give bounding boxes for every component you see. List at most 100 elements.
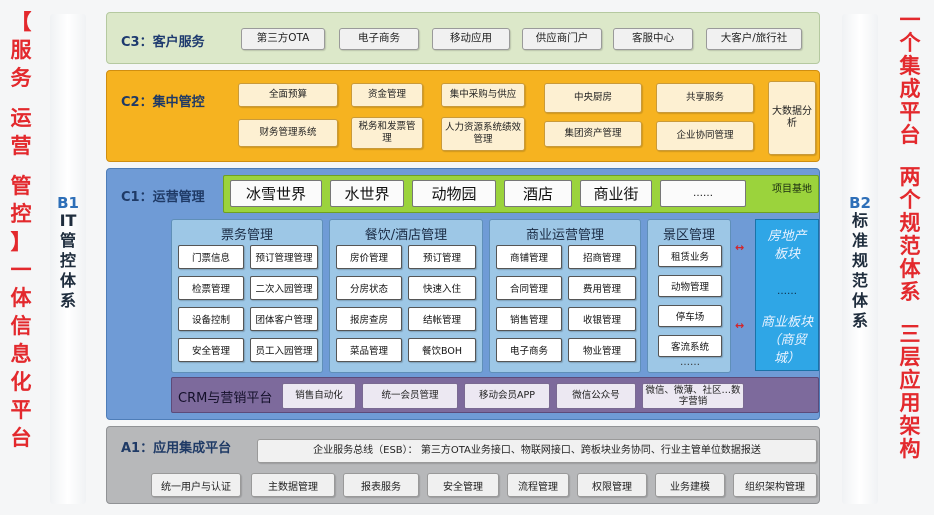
c2-title: C2：集中管控 (121, 95, 205, 110)
arrow-icon: ↔ (735, 319, 745, 332)
c3-service-button[interactable]: 移动应用 (432, 28, 510, 50)
arrow-icon: ↔ (735, 241, 745, 254)
module-button[interactable]: 合同管理 (496, 276, 562, 300)
a1-service-button[interactable]: 统一用户与认证 (151, 473, 241, 497)
module-group-title: 景区管理 (662, 228, 715, 243)
b1-title: B1 (57, 194, 79, 212)
c3-service-button[interactable]: 客服中心 (613, 28, 693, 50)
module-group-title: 商业运营管理 (525, 228, 604, 243)
module-button[interactable]: 收银管理 (568, 307, 636, 331)
project-base-button[interactable]: …… (660, 180, 746, 207)
a1-service-button[interactable]: 流程管理 (507, 473, 569, 497)
a1-service-button[interactable]: 安全管理 (427, 473, 499, 497)
b2-char: 范 (851, 271, 868, 290)
vertical-char: 服 (10, 38, 32, 62)
module-button[interactable]: 客流系统 (658, 335, 722, 357)
c2-control-button[interactable]: 税务和发票管理 (351, 117, 423, 149)
b1-char: IT (59, 211, 77, 230)
module-button[interactable]: 预订管理管理 (250, 245, 318, 269)
module-button[interactable]: 安全管理 (178, 338, 244, 362)
module-button[interactable]: 电子商务 (496, 338, 562, 362)
esb-bar[interactable]: 企业服务总线（ESB）： 第三方OTA业务接口、物联网接口、跨板块业务协同、行业… (257, 439, 817, 463)
module-button[interactable]: 门票信息 (178, 245, 244, 269)
vertical-char: 范 (899, 234, 921, 258)
module-button[interactable]: 员工入园管理 (250, 338, 318, 362)
b1-char: 系 (59, 291, 76, 310)
vertical-char: 息 (10, 342, 32, 366)
a1-service-button[interactable]: 业务建模 (655, 473, 725, 497)
c2-control-button[interactable]: 集中采购与供应 (441, 83, 525, 107)
project-base-button[interactable]: 冰雪世界 (230, 180, 322, 207)
module-button[interactable]: 餐饮BOH (408, 338, 476, 362)
real-estate-label: 房地产板块 (767, 229, 807, 263)
module-button[interactable]: 招商管理 (568, 245, 636, 269)
module-button[interactable]: 快速入住 (408, 276, 476, 300)
module-button[interactable]: 结帐管理 (408, 307, 476, 331)
c2-control-button[interactable]: 集团资产管理 (544, 121, 642, 147)
right-vertical-title: 一个集成平台两个规范体系三层应用架构 (896, 10, 924, 462)
crm-button[interactable]: 微信公众号 (556, 383, 636, 409)
module-button[interactable]: 分房状态 (336, 276, 402, 300)
a1-title: A1：应用集成平台 (121, 441, 232, 456)
project-base-button[interactable]: 酒店 (504, 180, 572, 207)
module-button[interactable]: 物业管理 (568, 338, 636, 362)
vertical-char: 营 (10, 134, 32, 158)
vertical-char: 台 (10, 426, 32, 450)
crm-button[interactable]: 移动会员APP (464, 383, 550, 409)
module-button[interactable]: 停车场 (658, 305, 722, 327)
module-button[interactable]: 动物管理 (658, 275, 722, 297)
module-button[interactable]: 报房查房 (336, 307, 402, 331)
module-button[interactable]: 设备控制 (178, 307, 244, 331)
a1-tier: A1：应用集成平台 企业服务总线（ESB）： 第三方OTA业务接口、物联网接口、… (106, 426, 820, 504)
module-group: 餐饮/酒店管理房价管理预订管理分房状态快速入住报房查房结帐管理菜品管理餐饮BOH (329, 219, 483, 373)
crm-button[interactable]: 微信、微薄、社区…数字营销 (642, 383, 744, 409)
c3-service-button[interactable]: 电子商务 (339, 28, 419, 50)
c2-control-button[interactable]: 全面预算 (238, 83, 338, 107)
module-button[interactable]: 检票管理 (178, 276, 244, 300)
c3-service-button[interactable]: 第三方OTA (241, 28, 325, 50)
vertical-char: 体 (10, 286, 32, 310)
vertical-char: 平 (899, 100, 921, 124)
module-button[interactable]: 菜品管理 (336, 338, 402, 362)
module-button[interactable]: 费用管理 (568, 276, 636, 300)
c3-service-button[interactable]: 供应商门户 (522, 28, 602, 50)
module-group: 票务管理门票信息预订管理管理检票管理二次入园管理设备控制团体客户管理安全管理员工… (171, 219, 323, 373)
a1-service-button[interactable]: 报表服务 (343, 473, 419, 497)
module-button[interactable]: 预订管理 (408, 245, 476, 269)
b1-char: 控 (59, 251, 76, 270)
c2-control-button[interactable]: 中央厨房 (544, 83, 642, 113)
c2-control-button[interactable]: 人力资源系统绩效管理 (441, 117, 525, 151)
project-base-label: 项目基地 (772, 184, 812, 195)
project-base-button[interactable]: 水世界 (330, 180, 404, 207)
crm-button[interactable]: 统一会员管理 (362, 383, 458, 409)
module-button[interactable]: 房价管理 (336, 245, 402, 269)
vertical-char: 台 (899, 123, 921, 147)
vertical-char: 个 (899, 31, 921, 55)
commerce-label: 商业板块（商贸城） (760, 315, 813, 367)
module-button[interactable]: 租赁业务 (658, 245, 722, 267)
a1-service-button[interactable]: 主数据管理 (251, 473, 335, 497)
c2-control-button[interactable]: 资金管理 (351, 83, 423, 107)
module-button[interactable]: 二次入园管理 (250, 276, 318, 300)
c2-control-button[interactable]: 企业协同管理 (656, 121, 754, 151)
c2-control-button[interactable]: 共享服务 (656, 83, 754, 113)
vertical-char: 个 (899, 188, 921, 212)
c2-control-button[interactable]: 财务管理系统 (238, 119, 338, 147)
a1-service-button[interactable]: 权限管理 (577, 473, 647, 497)
crm-button[interactable]: 销售自动化 (282, 383, 356, 409)
vertical-char: 集 (899, 54, 921, 78)
project-base-button[interactable]: 商业街 (580, 180, 652, 207)
module-button[interactable]: 团体客户管理 (250, 307, 318, 331)
c3-service-button[interactable]: 大客户/旅行社 (706, 28, 802, 50)
module-button[interactable]: 销售管理 (496, 307, 562, 331)
b1-char: 管 (59, 231, 76, 250)
vertical-char: 应 (899, 368, 921, 392)
b2-title: B2 (849, 194, 871, 212)
module-button[interactable]: 商铺管理 (496, 245, 562, 269)
crm-title: CRM与营销平台 (178, 391, 273, 406)
a1-service-button[interactable]: 组织架构管理 (733, 473, 817, 497)
b2-char: 体 (851, 291, 868, 310)
bigdata-analysis-button[interactable]: 大数据分析 (768, 81, 816, 155)
project-base-button[interactable]: 动物园 (412, 180, 496, 207)
